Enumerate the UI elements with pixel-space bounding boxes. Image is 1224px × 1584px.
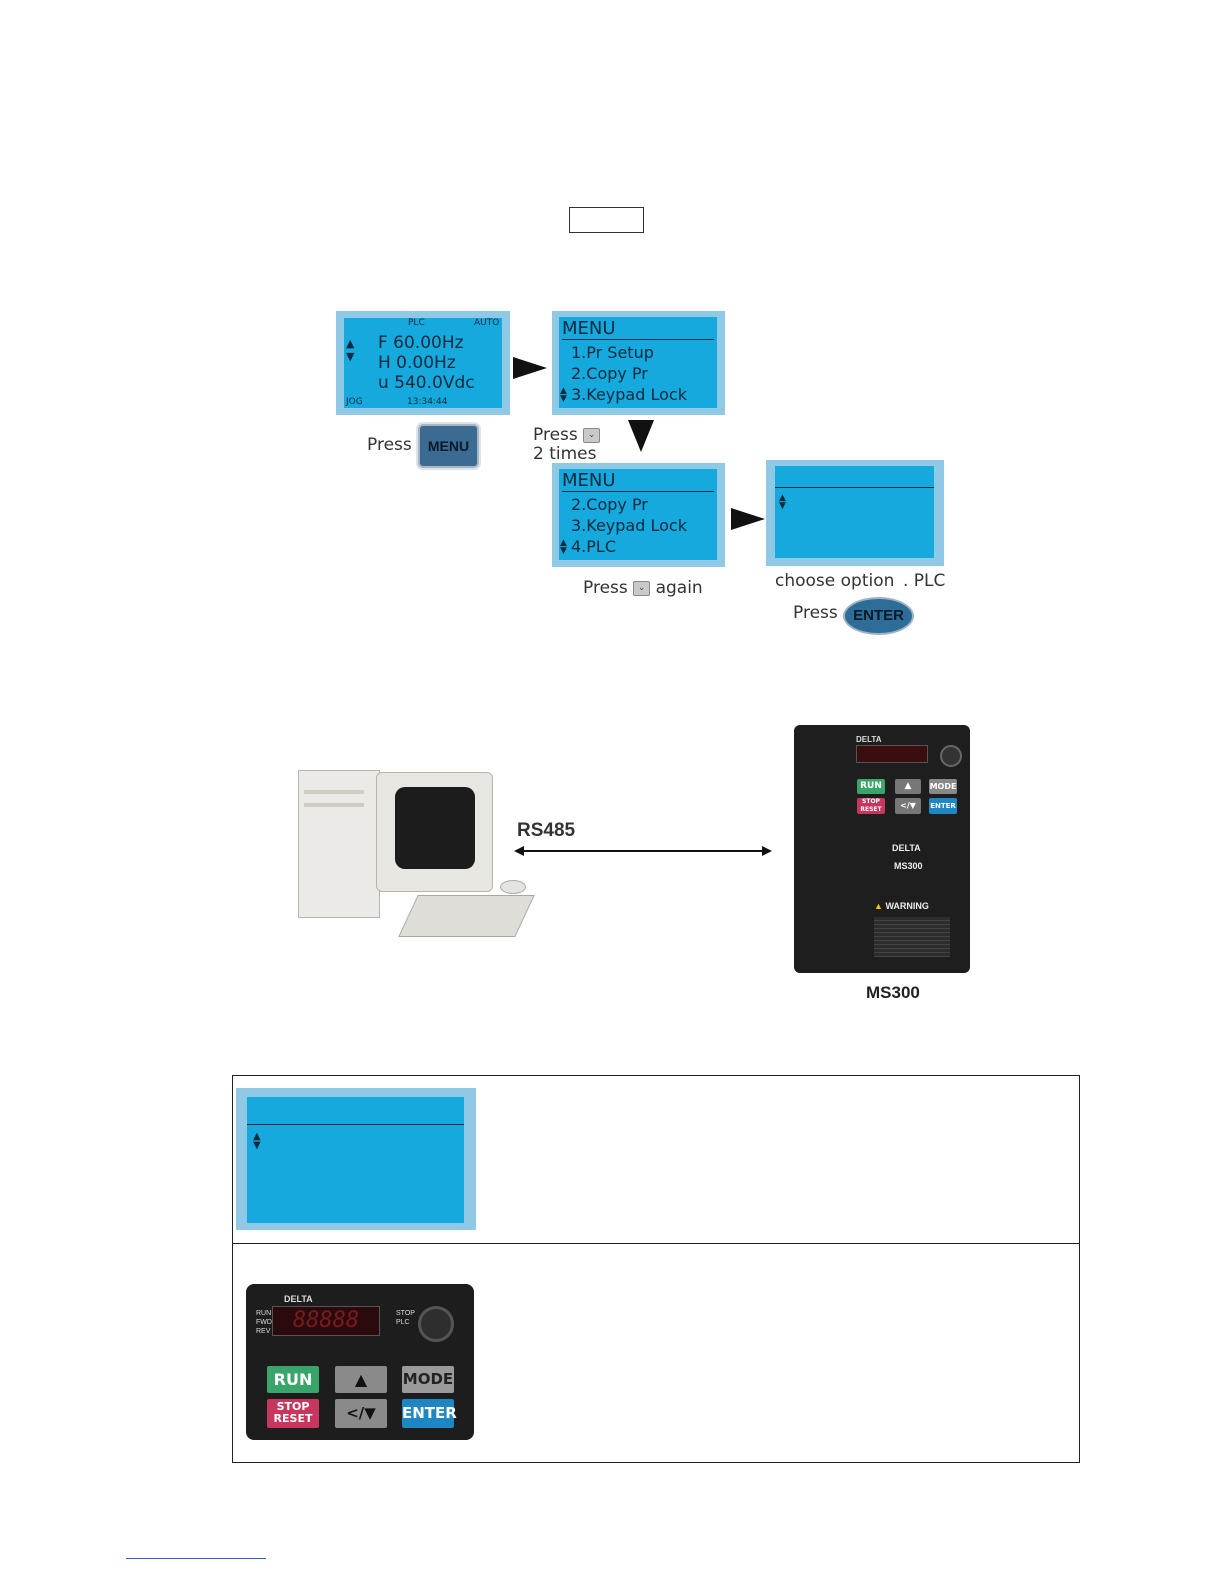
table-keypad-image: DELTA RUN FWD REV 88888 STOP PLC RUN ▲ M…: [246, 1284, 474, 1440]
lcd-time: 13:34:44: [407, 397, 448, 407]
pc-keyboard-image: [398, 895, 535, 937]
caption-press-menu: Press: [367, 435, 412, 455]
updown-arrow-icon: ▲▼: [779, 493, 786, 511]
drive-enter-button: ENTER: [929, 798, 957, 814]
caption-press-down-label: Press: [533, 425, 578, 445]
drive-warning-label: WARNING: [885, 901, 929, 911]
keypad-right-labels: STOP PLC: [396, 1309, 415, 1327]
knob-icon: [418, 1306, 454, 1342]
drive-reset-label: RESET: [860, 806, 882, 813]
pc-mouse-image: [500, 880, 526, 894]
keypad-up-button: ▲: [335, 1366, 387, 1393]
keypad-reset-text: RESET: [273, 1412, 313, 1425]
keypad-fwd-label: FWD: [256, 1319, 272, 1326]
updown-arrow-icon: ▲▼: [560, 386, 567, 404]
menu-divider: [562, 491, 714, 492]
description-table: [232, 1075, 1080, 1463]
drive-mode-button: MODE: [929, 779, 957, 794]
down-key-icon: ⌄: [633, 580, 651, 596]
pc-screen: [395, 787, 475, 869]
drive-warning: ▲ WARNING: [874, 901, 929, 911]
menu-item: 1.Pr Setup: [571, 343, 654, 362]
caption-press-again-label: Press: [583, 578, 628, 598]
lcd-voltage-line: u 540.0Vdc: [378, 373, 475, 393]
lcd-plc-screen: ▲▼: [766, 460, 944, 566]
pc-drive-bay: [304, 790, 364, 794]
keypad-stop-text: STOP: [276, 1400, 310, 1413]
menu-title: MENU: [562, 318, 616, 339]
footnote-link-line: [126, 1558, 266, 1559]
menu-divider: [775, 487, 934, 488]
menu-item-selected: 4.PLC: [571, 537, 616, 556]
down-key-icon: ⌄: [583, 427, 601, 443]
keypad-led-display: 88888: [272, 1306, 380, 1336]
keypad-brand: DELTA: [284, 1294, 313, 1304]
pc-drive-bay: [304, 803, 364, 807]
lcd-status-screen: PLC AUTO ▲▼ F 60.00Hz H 0.00Hz u 540.0Vd…: [336, 311, 510, 415]
caption-choose-option: choose option: [775, 571, 895, 591]
drive-front-brand: DELTA: [892, 843, 921, 853]
keypad-mode-button: MODE: [402, 1366, 454, 1393]
lcd-freq-line: F 60.00Hz: [378, 333, 464, 353]
updown-arrow-icon: ▲▼: [346, 337, 355, 363]
updown-arrow-icon: ▲▼: [253, 1131, 261, 1151]
caption-press-down: Press ⌄: [533, 425, 601, 445]
keypad-lr-button: </▼: [335, 1399, 387, 1428]
lcd-jog-indicator: JOG: [346, 397, 363, 407]
ms300-label: MS300: [866, 983, 920, 1002]
lcd-plc-indicator: PLC: [408, 318, 425, 328]
warning-icon: ▲: [874, 901, 883, 911]
drive-warning-text-block: [874, 917, 950, 957]
lcd-menu-screen-1: MENU 1.Pr Setup 2.Copy Pr ▲▼ 3.Keypad Lo…: [552, 311, 725, 415]
caption-plc: . PLC: [903, 571, 946, 591]
menu-title: MENU: [562, 470, 616, 491]
keypad-stop-label: STOP: [396, 1310, 415, 1317]
lcd-auto-indicator: AUTO: [474, 318, 500, 328]
drive-lr-button: </▼: [895, 798, 921, 814]
lcd-output-line: H 0.00Hz: [378, 353, 456, 373]
menu-item: 3.Keypad Lock: [571, 516, 687, 535]
pc-tower-image: [298, 770, 380, 918]
arrow-right-icon: [513, 357, 547, 379]
caption-press-enter: Press: [793, 603, 838, 623]
table-row-divider: [232, 1243, 1080, 1244]
keypad-run-button: RUN: [267, 1366, 319, 1393]
keypad-run-label: RUN: [256, 1310, 272, 1317]
menu-item: 2.Copy Pr: [571, 495, 648, 514]
menu-divider: [247, 1124, 464, 1125]
drive-brand: DELTA: [856, 735, 882, 744]
drive-up-button: ▲: [895, 779, 921, 794]
rs485-label: RS485: [517, 820, 576, 841]
keypad-left-labels: RUN FWD REV: [256, 1309, 272, 1336]
keypad-enter-button: ENTER: [402, 1399, 457, 1428]
caption-2-times: 2 times: [533, 444, 597, 464]
menu-divider: [562, 339, 714, 340]
caption-again-label: again: [655, 578, 703, 598]
pc-monitor-image: [376, 772, 493, 892]
keypad-rev-label: REV: [256, 1328, 271, 1335]
menu-item: 2.Copy Pr: [571, 364, 648, 383]
bidirectional-arrow-icon: [514, 846, 772, 856]
drive-stop-label: STOP: [862, 798, 880, 805]
arrow-down-icon: [628, 420, 654, 452]
lcd-menu-screen-2: MENU 2.Copy Pr 3.Keypad Lock ▲▼ 4.PLC: [552, 463, 725, 567]
drive-run-button: RUN: [857, 779, 885, 794]
table-lcd-screen: ▲▼: [236, 1088, 476, 1230]
caption-press-again: Press ⌄ again: [583, 578, 703, 598]
arrow-right-icon: [731, 508, 765, 530]
drive-display: [856, 745, 928, 763]
drive-front-model: MS300: [894, 861, 923, 871]
knob-icon: [940, 745, 962, 767]
menu-item-selected: 3.Keypad Lock: [571, 385, 687, 404]
updown-arrow-icon: ▲▼: [560, 538, 567, 556]
menu-key-button[interactable]: MENU: [418, 424, 479, 468]
empty-label-box: [569, 207, 644, 233]
keypad-plc-label: PLC: [396, 1319, 410, 1326]
enter-key-button[interactable]: ENTER: [843, 597, 914, 635]
